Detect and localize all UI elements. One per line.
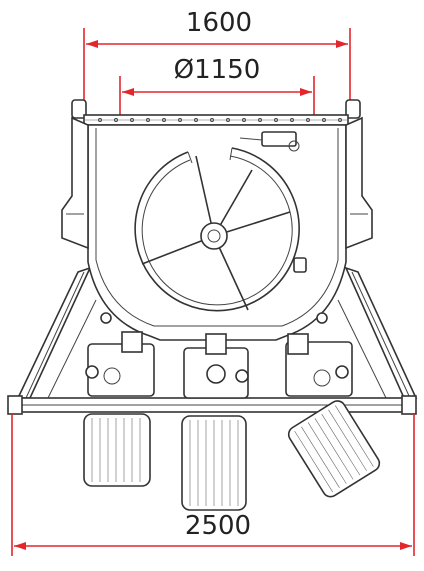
support-frame (7, 266, 418, 415)
dimension-top-width: 1600 (83, 8, 351, 118)
base-width-label: 2500 (185, 511, 251, 541)
rotor-hub (200, 222, 228, 250)
rotor-drum (134, 147, 307, 312)
dimension-base-width: 2500 (11, 414, 415, 556)
drum-diameter-label: Ø1150 (174, 55, 261, 85)
top-width-label: 1600 (186, 8, 252, 38)
outlet-valves (85, 312, 353, 399)
discharge-sleeves (83, 400, 381, 511)
